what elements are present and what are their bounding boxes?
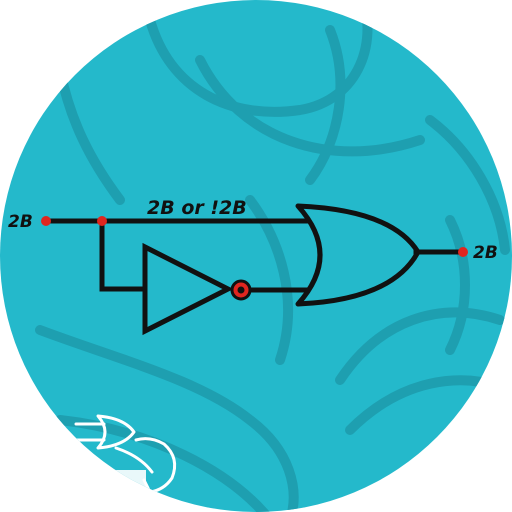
or-gate [295,203,421,307]
wire-label: 2B or !2B [147,197,247,219]
wires [43,218,465,293]
inverter-bubble-center [237,286,245,294]
input-label: 2B [8,212,33,232]
input-node [41,216,51,226]
junction-node [97,216,107,226]
not-gate [142,242,234,336]
output-node [458,247,468,257]
output-label: 2B [473,243,498,263]
feedback-wire [99,218,147,292]
